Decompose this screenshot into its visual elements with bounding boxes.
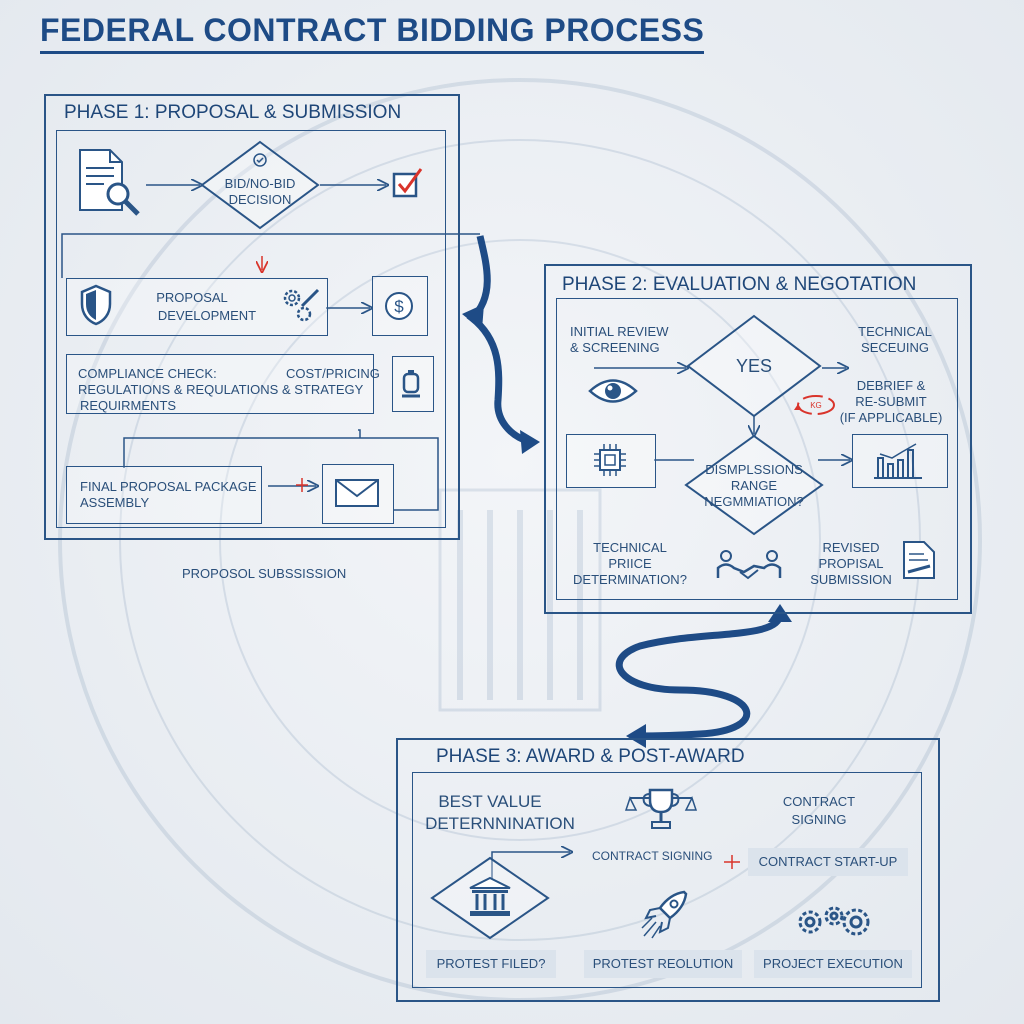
bank-icon: [469, 876, 511, 916]
handshake-icon: [716, 550, 782, 580]
dollar-icon: $: [385, 292, 413, 320]
final-package-label-2: ASSEMBLY: [80, 495, 150, 510]
yes-label: YES: [735, 356, 773, 376]
document-sign-icon: [903, 541, 935, 579]
gears-icon: [798, 906, 870, 936]
phase1-inner: [56, 130, 446, 528]
bid-decision-diamond: [200, 140, 320, 230]
revised-label-1: REVISED: [822, 540, 880, 555]
technical-screening-label-1: TECHNICAL: [858, 324, 932, 339]
initial-review-label-1: INITIAL REVIEW: [570, 324, 669, 339]
technical-price-label-2: PRIICE: [608, 556, 652, 571]
chip-icon: [594, 444, 626, 476]
phase3-title: PHASE 3: AWARD & POST-AWARD: [436, 746, 745, 767]
initial-review-label-2: & SCREENING: [570, 340, 660, 355]
cost-pricing-label: COST/PRICING: [286, 366, 380, 381]
bid-decision-label-1: BID/NO-BID: [224, 176, 296, 191]
clipboard-box: [392, 356, 434, 412]
shield-icon: [80, 284, 112, 326]
svg-text:KG: KG: [810, 401, 822, 410]
technical-screening-label-2: SECEUING: [861, 340, 929, 355]
diagram-title: FEDERAL CONTRACT BIDDING PROCESS: [40, 12, 705, 54]
final-package-label-1: FINAL PROPOSAL PACKAGE: [80, 479, 257, 494]
technical-price-label-3: DETERMINATION?: [573, 572, 687, 587]
proposal-submission-caption: PROPOSOL SUBSSISSION: [182, 566, 347, 581]
gears-pencil-icon: [283, 288, 320, 322]
phase2-panel: [544, 264, 972, 614]
protest-resolution-pill: PROTEST REOLUTION: [584, 950, 742, 978]
envelope-box: [322, 464, 394, 524]
compliance-label-1: COMPLIANCE CHECK:: [78, 366, 217, 381]
contract-signing-top-label-1: CONTRACT: [782, 794, 856, 809]
bank-diamond: [430, 856, 550, 940]
debrief-label-2: RE-SUBMIT: [855, 394, 927, 409]
document-search-icon: [79, 149, 140, 216]
final-package-box: [66, 466, 262, 524]
contract-startup-pill: CONTRACT START-UP: [748, 848, 908, 876]
compliance-label-3: REQUIRMENTS: [80, 398, 177, 413]
phase2-title: PHASE 2: EVALUATION & NEGOTATION: [562, 274, 917, 295]
clipboard-icon: [402, 370, 420, 398]
envelope-icon: [335, 479, 379, 507]
phase1-title: PHASE 1: PROPOSAL & SUBMISSION: [64, 102, 402, 123]
eye-icon: [588, 379, 638, 403]
proposal-development-label-2: DEVELOPMENT: [157, 308, 257, 323]
phase3-panel: [396, 738, 940, 1002]
bid-decision-label-2: DECISION: [228, 192, 292, 207]
best-value-label-2: DETERNNINATION: [425, 814, 575, 833]
technical-price-label-1: TECHNICAL: [593, 540, 667, 555]
cycle-icon: KG: [794, 395, 835, 415]
contract-signing-mid-label: CONTRACT SIGNING: [592, 849, 713, 863]
rocket-icon: [641, 890, 688, 939]
revised-label-2: PROPISAL: [818, 556, 884, 571]
phase1-panel: [44, 94, 460, 540]
bar-chart-icon: [874, 443, 922, 479]
discussions-label-2: RANGE: [730, 478, 778, 493]
revised-label-3: SUBMISSION: [810, 572, 892, 587]
discussions-diamond: [684, 434, 824, 536]
debrief-label-3: (IF APPLICABLE): [839, 410, 943, 425]
compliance-label-2: REGULATIONS & REQULATIONS & STRATEGY: [78, 382, 364, 397]
contract-signing-top-label-2: SIGNING: [791, 812, 847, 827]
phase2-inner: [556, 298, 958, 600]
proposal-development-label-1: PROPOSAL: [156, 290, 228, 305]
protest-filed-pill: PROTEST FILED?: [426, 950, 556, 978]
yes-diamond: [686, 314, 822, 418]
discussions-label-3: NEGMMIATION?: [704, 494, 804, 509]
debrief-label-1: DEBRIEF &: [856, 378, 926, 393]
trophy-scales-icon: [624, 788, 698, 829]
discussions-label-1: DISMPLSSIONS: [705, 462, 803, 477]
compliance-box: [66, 354, 374, 414]
svg-text:$: $: [394, 297, 404, 316]
phase3-inner: [412, 772, 922, 988]
best-value-label-1: BEST VALUE: [438, 792, 542, 811]
checkbox-icon: [392, 168, 423, 198]
project-execution-pill: PROJECT EXECUTION: [754, 950, 912, 978]
